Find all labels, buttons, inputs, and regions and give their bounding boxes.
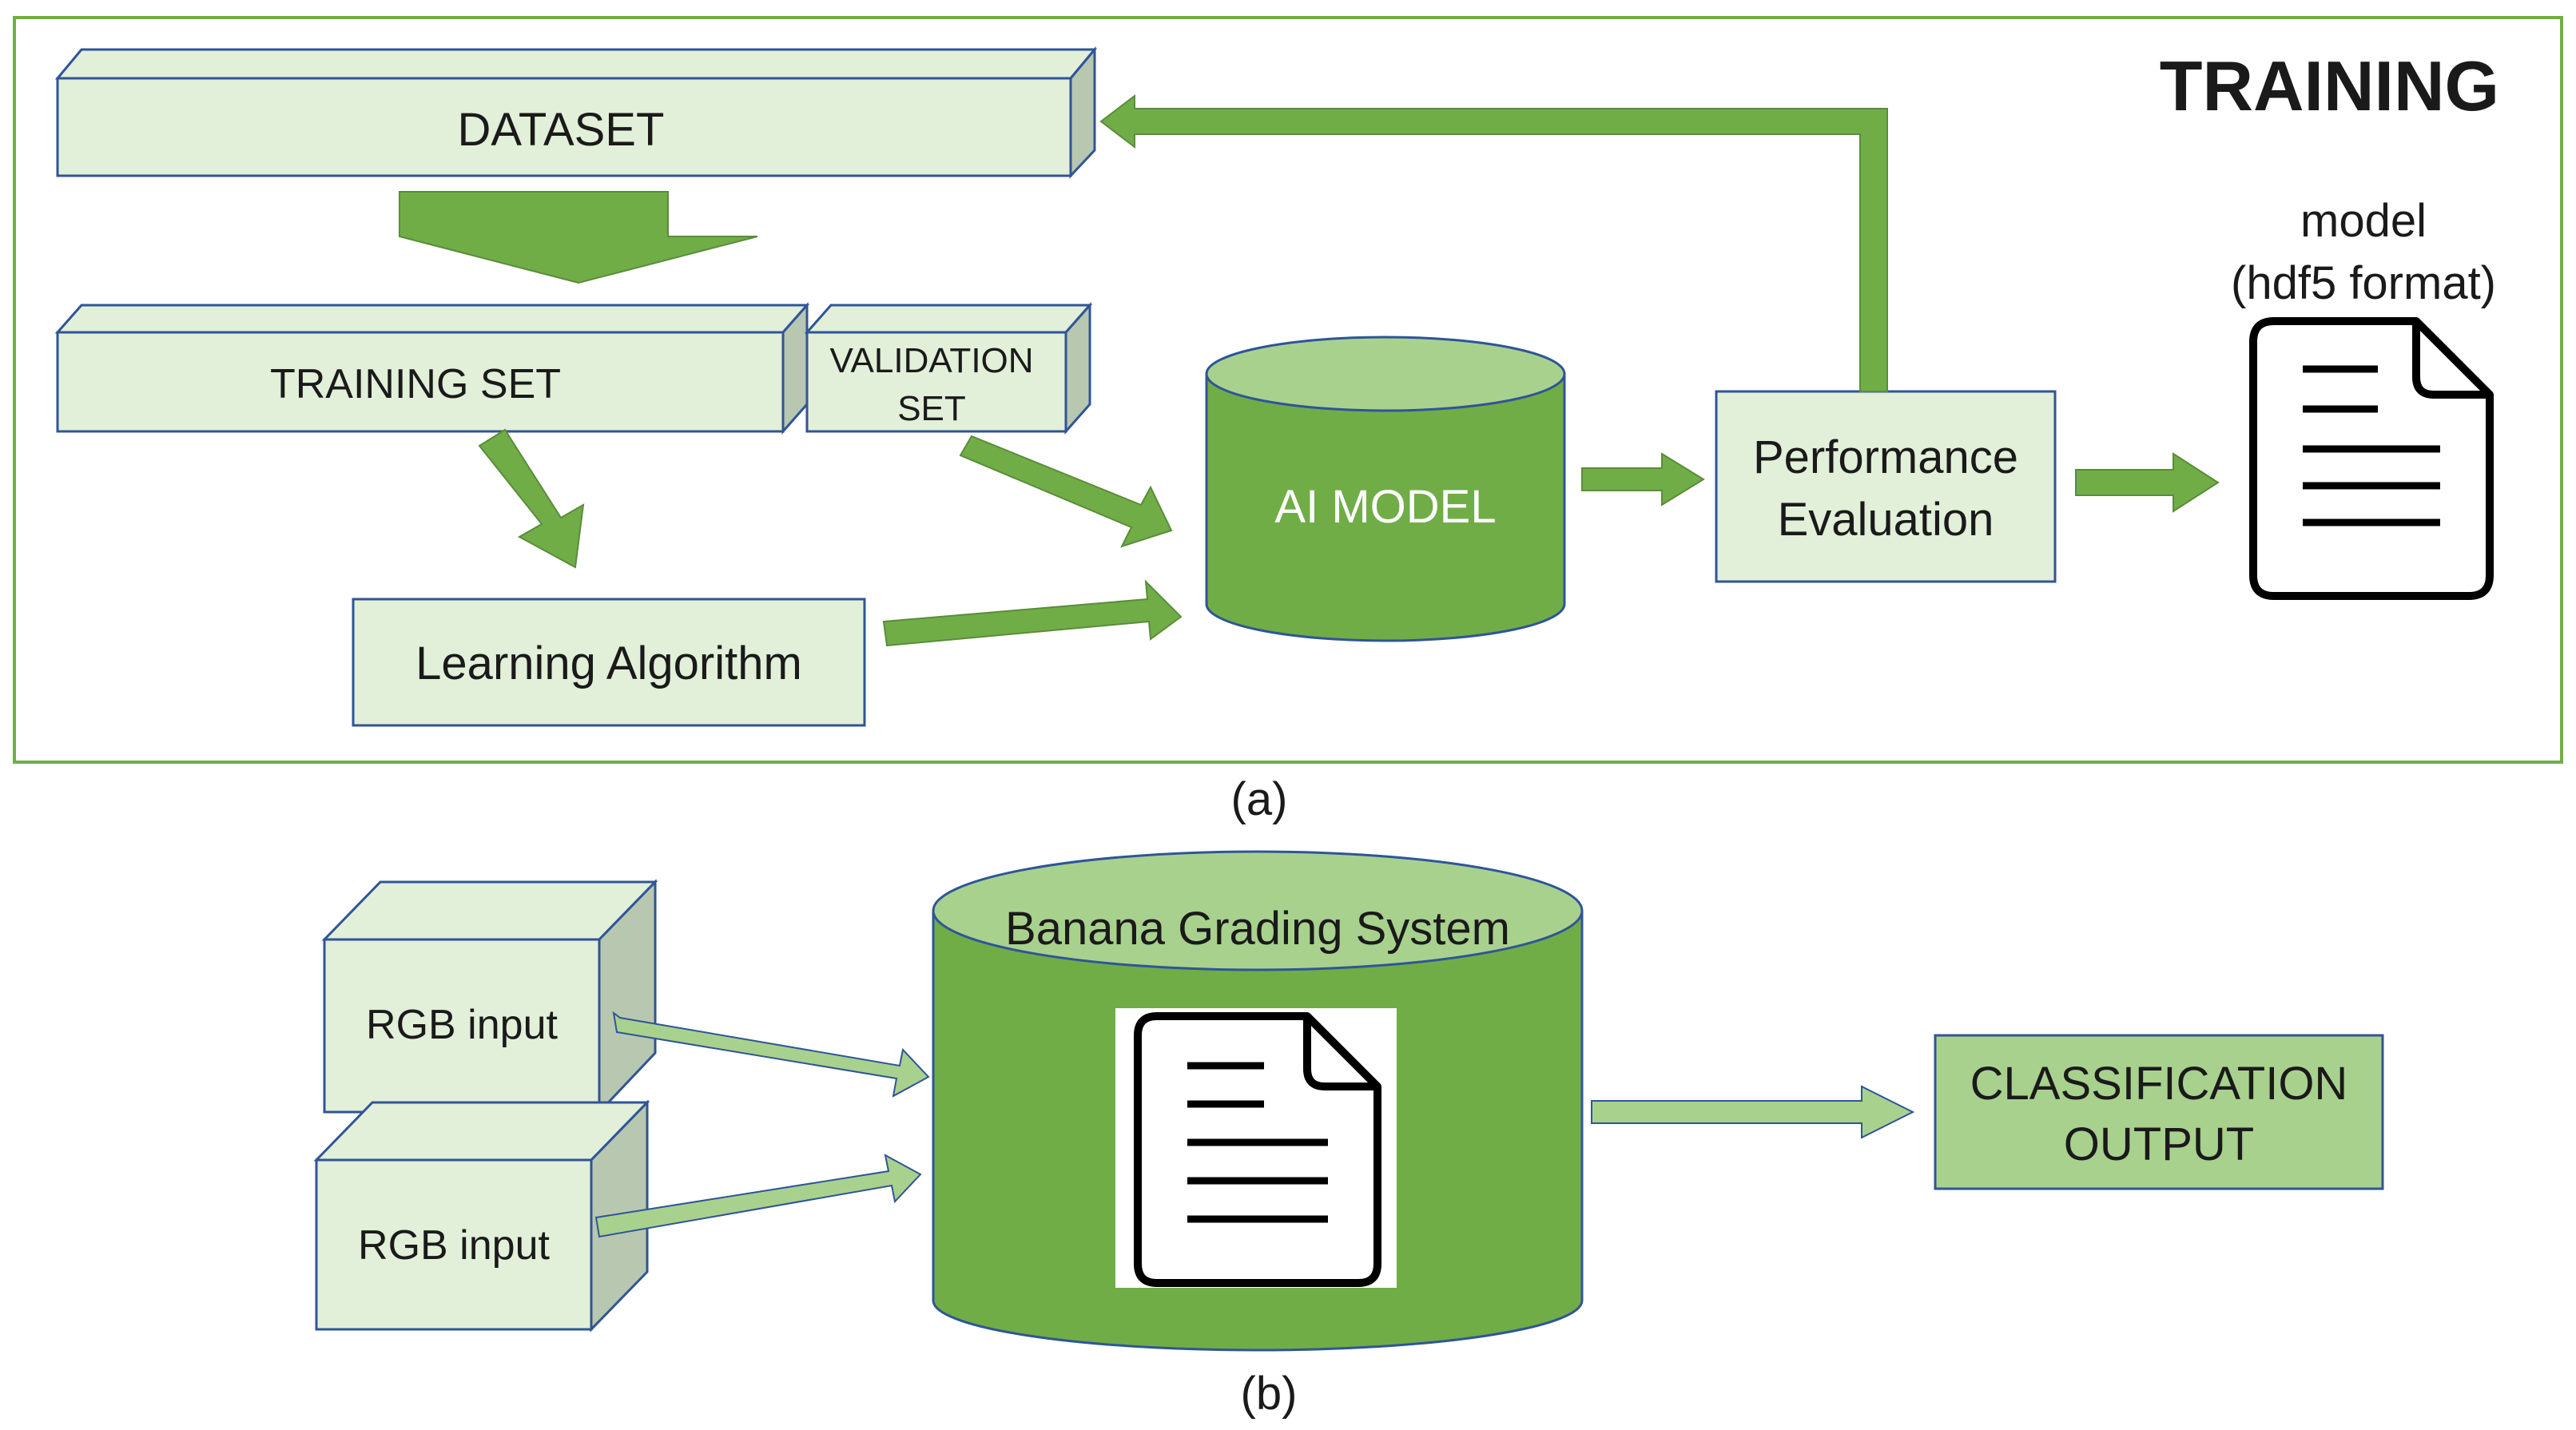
arrow-rgb-bottom-to-system	[594, 1154, 922, 1238]
ai-model-cylinder: AI MODEL	[1205, 336, 1566, 642]
caption-b: (b)	[1241, 1368, 1298, 1420]
model-file-label-line2: (hdf5 format)	[2231, 257, 2496, 309]
arrow-model-to-performance	[1581, 452, 1705, 506]
performance-label-line2: Evaluation	[1778, 494, 1994, 546]
arrow-rgb-top-to-system	[612, 1011, 930, 1098]
rgb-input-bottom-label: RGB input	[358, 1222, 550, 1269]
arrow-performance-to-model-file	[2075, 452, 2220, 513]
validation-set-box: VALIDATION SET	[804, 302, 1093, 435]
classification-output-line2: OUTPUT	[2064, 1118, 2254, 1170]
ai-model-label: AI MODEL	[1274, 481, 1496, 533]
banana-grading-system-cylinder: Banana Grading System	[932, 850, 1584, 1352]
learning-algorithm-box: Learning Algorithm	[352, 598, 866, 727]
training-set-box: TRAINING SET	[54, 302, 810, 435]
training-set-label: TRAINING SET	[270, 361, 561, 407]
performance-label-line1: Performance	[1753, 431, 2018, 483]
learning-algorithm-label: Learning Algorithm	[415, 638, 802, 689]
validation-set-label-line1: VALIDATION	[829, 341, 1033, 380]
document-icon	[1134, 1012, 1381, 1287]
performance-evaluation-box: Performance Evaluation	[1715, 390, 2057, 583]
model-file-label-line1: model	[2300, 195, 2427, 247]
arrow-trainingset-to-learning	[478, 428, 585, 569]
arrow-feedback-to-dataset	[1099, 93, 1888, 392]
rgb-input-top-label: RGB input	[366, 1002, 558, 1048]
rgb-input-box-bottom: RGB input	[313, 1099, 650, 1333]
training-title: TRAINING	[2160, 46, 2499, 125]
split-down-arrow	[399, 191, 758, 284]
arrow-learning-to-model	[882, 579, 1183, 647]
validation-set-label-line2: SET	[897, 389, 966, 428]
rgb-input-box-top: RGB input	[321, 879, 658, 1115]
training-frame	[13, 16, 2563, 764]
banana-grading-system-label: Banana Grading System	[1005, 903, 1510, 955]
dataset-label: DATASET	[458, 104, 665, 156]
document-icon	[2249, 317, 2494, 600]
classification-output-box: CLASSIFICATION OUTPUT	[1934, 1034, 2384, 1190]
arrow-system-to-output	[1591, 1085, 1915, 1139]
caption-a: (a)	[1231, 773, 1288, 825]
classification-output-line1: CLASSIFICATION	[1970, 1058, 2348, 1110]
arrow-validation-to-model	[959, 435, 1173, 548]
dataset-box: DATASET	[54, 46, 1098, 179]
